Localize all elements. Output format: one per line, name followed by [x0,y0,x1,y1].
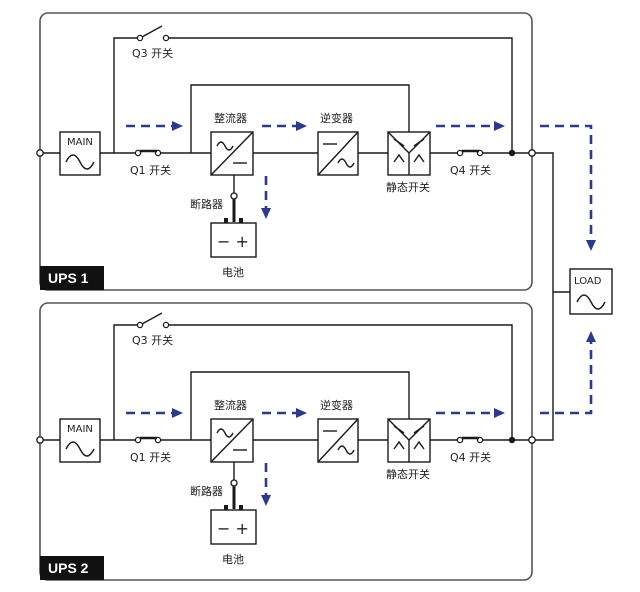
load-label: LOAD [574,276,602,287]
q3-switch [136,312,170,329]
static-switch-box [387,131,431,176]
battery-label: 电池 [222,553,244,566]
rectifier-label: 整流器 [214,398,247,412]
ups-tag-background [40,556,104,580]
inverter-box [317,418,359,463]
battery-polarity-icon: − + [217,519,249,538]
main-source-box: MAIN [59,418,101,463]
main-label: MAIN [67,137,93,148]
ups-tag-background [40,266,104,290]
load-flow-arrows [540,124,596,415]
bypass-wire [113,324,513,440]
main-label: MAIN [67,424,93,435]
inverter-box [317,131,359,176]
q3-switch-label: Q3 开关 [132,46,173,60]
q3-switch-label: Q3 开关 [132,333,173,347]
breaker-label: 断路器 [190,197,223,211]
q4-switch-label: Q4 开关 [450,163,491,177]
rectifier-label: 整流器 [214,111,247,125]
q4-switch [456,436,484,444]
sine-wave-icon [65,441,95,457]
output-junction [508,149,516,157]
internal-bypass-wire [190,84,410,153]
load-box: LOAD [569,268,613,315]
main-source-box: MAIN [59,131,101,176]
inverter-label: 逆变器 [320,111,353,125]
input-terminal [36,149,44,157]
ups-tag: UPS 2 [48,560,89,576]
output-junction [508,436,516,444]
q1-switch-label: Q1 开关 [130,163,171,177]
ups-unit-2: Q3 开关 MAIN Q1 开关 整流器 逆变器 [36,302,536,581]
static-switch-box [387,418,431,463]
output-bus [535,152,570,441]
ac-symbol-icon [216,141,234,151]
bypass-wire [113,37,513,153]
sine-wave-icon [576,294,606,310]
power-flow-arrows [126,408,505,506]
ac-symbol-icon [337,445,355,455]
ups-unit-1: Q3 开关 MAIN Q1 开关 整流器 逆变器 [36,12,536,291]
rectifier-box [210,418,254,463]
thyristor-icon [393,440,425,450]
q3-switch [136,25,170,42]
breaker-label: 断路器 [190,484,223,498]
sine-wave-icon [65,154,95,170]
q4-switch-label: Q4 开关 [450,450,491,464]
rectifier-box [210,131,254,176]
power-flow-arrows [126,121,505,219]
q1-switch-label: Q1 开关 [130,450,171,464]
input-terminal [36,436,44,444]
inverter-label: 逆变器 [320,398,353,412]
battery-label: 电池 [222,266,244,279]
q1-switch [134,149,162,157]
q4-switch [456,149,484,157]
ac-symbol-icon [337,158,355,168]
thyristor-icon [393,153,425,163]
battery-box: − + [210,218,257,258]
breaker-symbol [230,192,238,222]
output-terminal [528,436,536,444]
battery-box: − + [210,505,257,545]
output-terminal [528,149,536,157]
ups-tag: UPS 1 [48,270,89,286]
q1-switch [134,436,162,444]
breaker-symbol [230,479,238,509]
ac-symbol-icon [216,428,234,438]
static-switch-label: 静态开关 [386,467,430,481]
static-switch-label: 静态开关 [386,180,430,194]
internal-bypass-wire [190,371,410,440]
battery-polarity-icon: − + [217,232,249,251]
